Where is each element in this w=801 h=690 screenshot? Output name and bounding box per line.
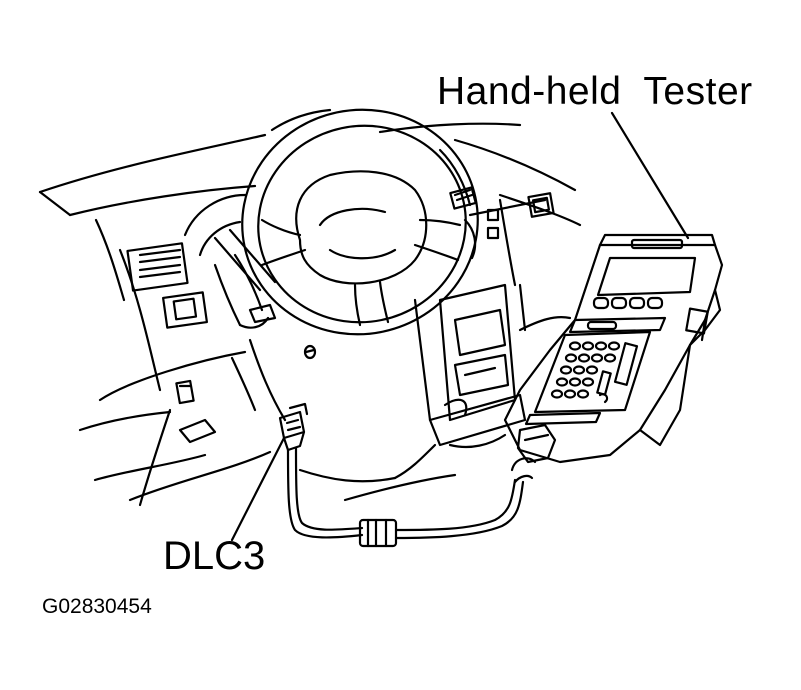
leader-line-tester bbox=[612, 113, 688, 238]
steering-wheel bbox=[185, 88, 499, 356]
tester-cable bbox=[288, 448, 535, 546]
label-dlc3: DLC3 bbox=[163, 534, 266, 578]
keypad bbox=[552, 343, 637, 398]
hand-held-tester bbox=[505, 235, 722, 462]
figure-code: G02830454 bbox=[42, 595, 152, 618]
leader-line-dlc3 bbox=[232, 438, 284, 540]
label-hand-held-tester: Hand-held Tester bbox=[437, 70, 753, 113]
dlc3-connector bbox=[280, 404, 307, 450]
dashboard bbox=[40, 124, 580, 505]
